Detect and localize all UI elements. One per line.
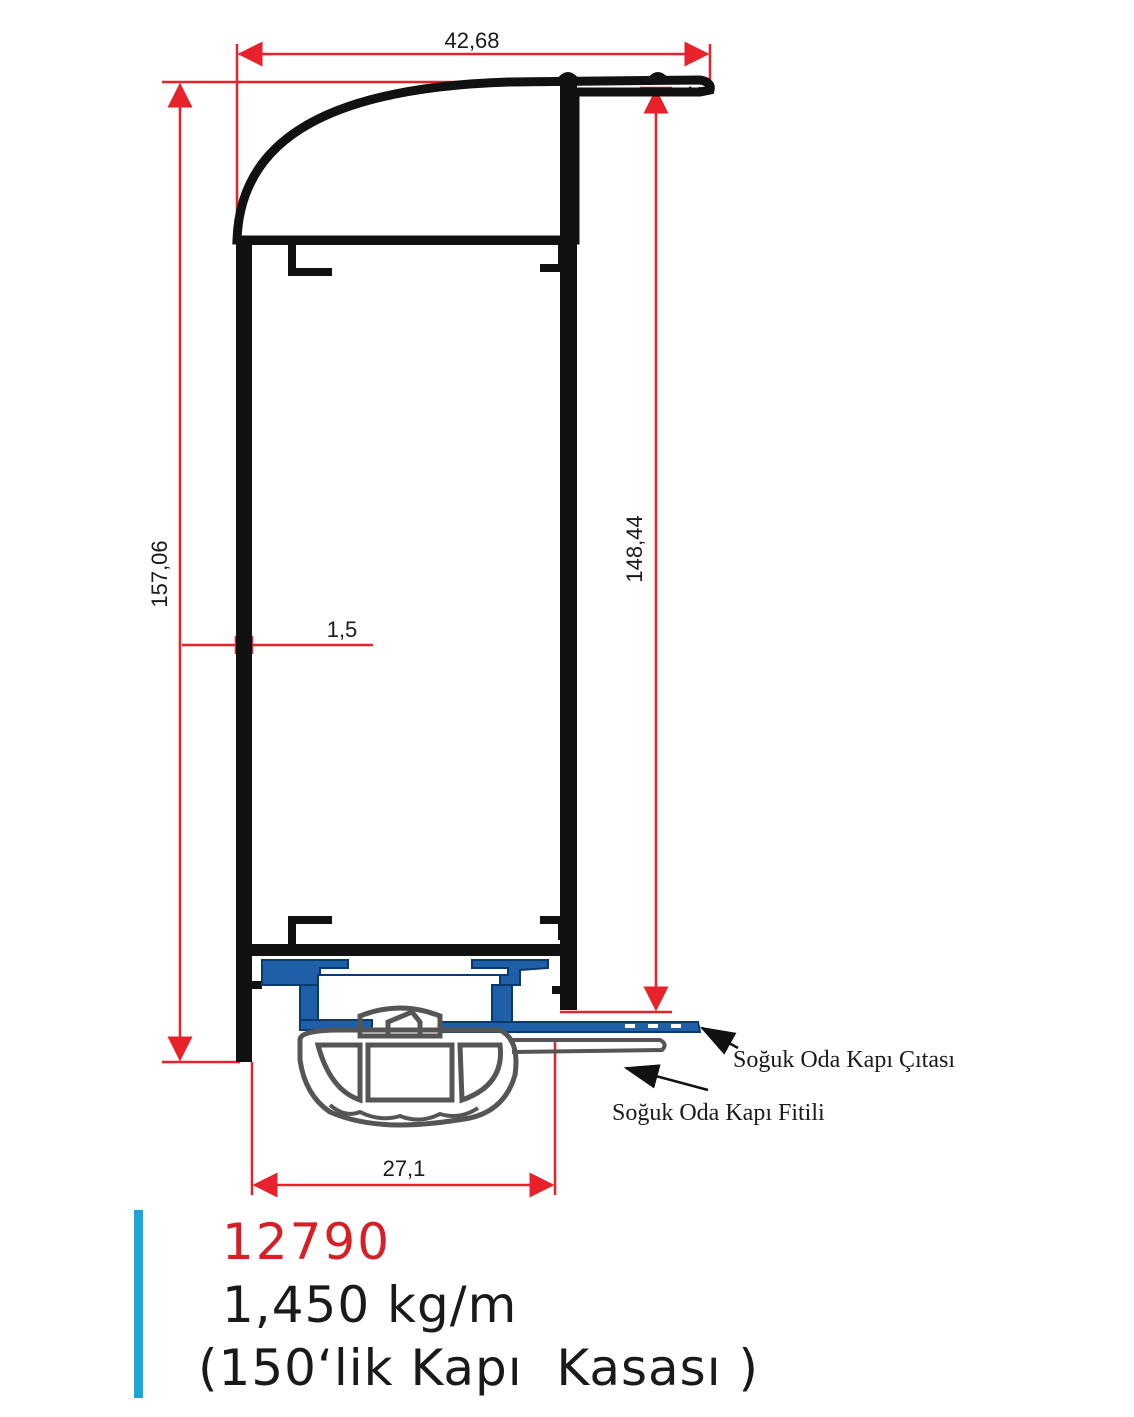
gasket-inner-cell [385,1008,423,1039]
dim-wall-label: 1,5 [327,617,358,642]
callout-gasket-label: Soğuk Oda Kapı Fitili [612,1100,825,1126]
callout-arrow-gasket [623,1064,709,1092]
profile-bottom-channel-right [552,956,572,994]
profile-left-wall [236,236,252,1062]
product-weight: 1,450 kg/m [222,1276,518,1334]
profile-bottom-channel-left [240,956,262,989]
accent-bar [134,1210,143,1398]
profile-top-hook-right [540,245,566,272]
gasket-outer [297,1027,519,1128]
dimension-lines [162,41,712,1198]
product-description: (150‘lik Kapı Kasası ) [198,1339,760,1397]
profile-technical-drawing: 42,68 157,06 1,5 148,44 27,1 Soğuk Oda K… [147,28,955,1198]
dim-top-label: 42,68 [444,28,499,53]
callout-arrow-strip [699,1026,739,1055]
profile-top-hook-left [288,245,332,276]
profile-top-lip [557,72,705,96]
dim-bottom-label: 27,1 [383,1156,426,1181]
strip-left-leg [299,984,319,1021]
gasket-tail [511,1038,667,1054]
gasket-inner-top [357,1005,443,1039]
dim-right-label: 148,44 [622,515,647,582]
profile-bottom-hook-left [288,916,332,948]
cold-room-door-gasket [297,1005,667,1128]
profile-right-wall [560,84,577,1010]
strip-arm-notches [625,1024,681,1028]
gasket-chamber-right [457,1042,504,1104]
product-code: 12790 [222,1213,392,1271]
dim-left-label: 157,06 [147,540,172,607]
profile-bottom-base [236,944,574,956]
profile-curved-cap [232,75,715,245]
profile-bottom-hook-right [540,916,566,940]
gasket-ridge [328,1103,480,1122]
profile-top-divider [240,236,570,245]
strip-right-leg [491,984,513,1023]
aluminium-profile [232,72,715,1062]
gasket-chamber-left [314,1042,363,1104]
callout-arrows [623,1026,739,1092]
gasket-chamber-mid [365,1042,455,1103]
strip-top-rail [261,959,549,986]
callout-strip-label: Soğuk Oda Kapı Çıtası [733,1047,955,1073]
cold-room-door-strip [261,959,702,1033]
